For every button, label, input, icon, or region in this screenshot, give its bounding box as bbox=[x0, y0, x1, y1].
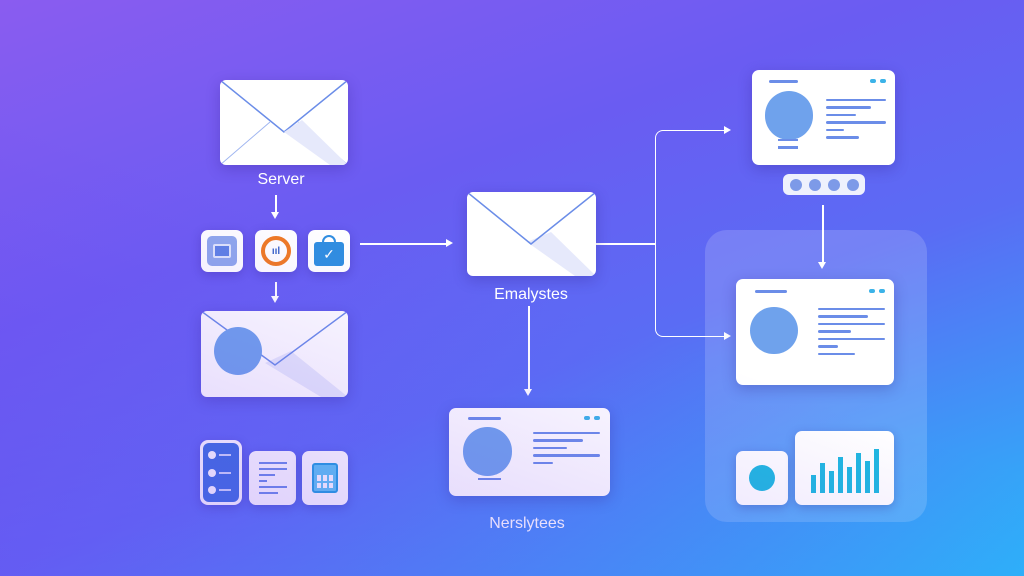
status-tile[interactable] bbox=[736, 451, 788, 505]
profile-card-panel[interactable] bbox=[736, 279, 894, 385]
bar bbox=[864, 461, 870, 493]
connector bbox=[596, 243, 656, 245]
profile-card[interactable] bbox=[449, 408, 610, 496]
card-controls bbox=[584, 415, 601, 420]
connector bbox=[528, 306, 530, 390]
status-dot-icon bbox=[749, 465, 775, 491]
card-controls bbox=[868, 288, 885, 293]
bar-chart-tile[interactable] bbox=[795, 431, 894, 505]
bar bbox=[873, 449, 879, 493]
bar bbox=[828, 471, 834, 493]
text-lines bbox=[477, 477, 501, 486]
connector bbox=[655, 130, 725, 337]
analytics-app-icon[interactable]: ııl bbox=[255, 230, 297, 272]
card-controls bbox=[870, 78, 887, 83]
pagination-dots[interactable] bbox=[783, 174, 865, 195]
card-title-bar bbox=[769, 79, 798, 83]
avatar bbox=[750, 306, 798, 354]
arrow-head bbox=[724, 126, 731, 134]
envelope-icon bbox=[201, 311, 348, 397]
text-lines bbox=[777, 138, 798, 154]
emalystes-label: Emalystes bbox=[494, 286, 568, 303]
connector bbox=[822, 205, 824, 263]
card-title-bar bbox=[754, 289, 787, 293]
envelope-icon bbox=[467, 192, 596, 276]
connector bbox=[275, 195, 277, 215]
text-lines bbox=[818, 307, 885, 361]
document-icon[interactable] bbox=[249, 451, 296, 505]
central-envelope bbox=[467, 192, 596, 276]
profile-envelope bbox=[201, 311, 348, 397]
nerslytees-label: Nerslytees bbox=[489, 515, 565, 532]
bar bbox=[837, 457, 843, 493]
card-title-bar bbox=[468, 416, 501, 420]
mail-app-icon[interactable] bbox=[201, 230, 243, 272]
calculator-icon[interactable] bbox=[302, 451, 348, 505]
shopping-bag-icon[interactable]: ✓ bbox=[308, 230, 350, 272]
arrow-head bbox=[271, 296, 279, 303]
arrow-head bbox=[818, 262, 826, 269]
profile-card-top[interactable] bbox=[752, 70, 895, 165]
avatar bbox=[764, 90, 814, 140]
connector bbox=[360, 243, 448, 245]
envelope-icon bbox=[220, 80, 348, 165]
bar bbox=[819, 463, 825, 493]
connector bbox=[275, 282, 277, 298]
contact-list-icon[interactable] bbox=[200, 440, 242, 505]
text-lines bbox=[826, 98, 887, 144]
avatar bbox=[463, 427, 512, 476]
bar bbox=[810, 475, 816, 493]
arrow-head bbox=[524, 389, 532, 396]
text-lines bbox=[532, 431, 601, 470]
server-label: Server bbox=[257, 171, 305, 188]
bar bbox=[855, 453, 861, 493]
arrow-head bbox=[271, 212, 279, 219]
arrow-head bbox=[446, 239, 453, 247]
arrow-head bbox=[724, 332, 731, 340]
bar bbox=[846, 467, 852, 493]
server-envelope bbox=[220, 80, 348, 165]
